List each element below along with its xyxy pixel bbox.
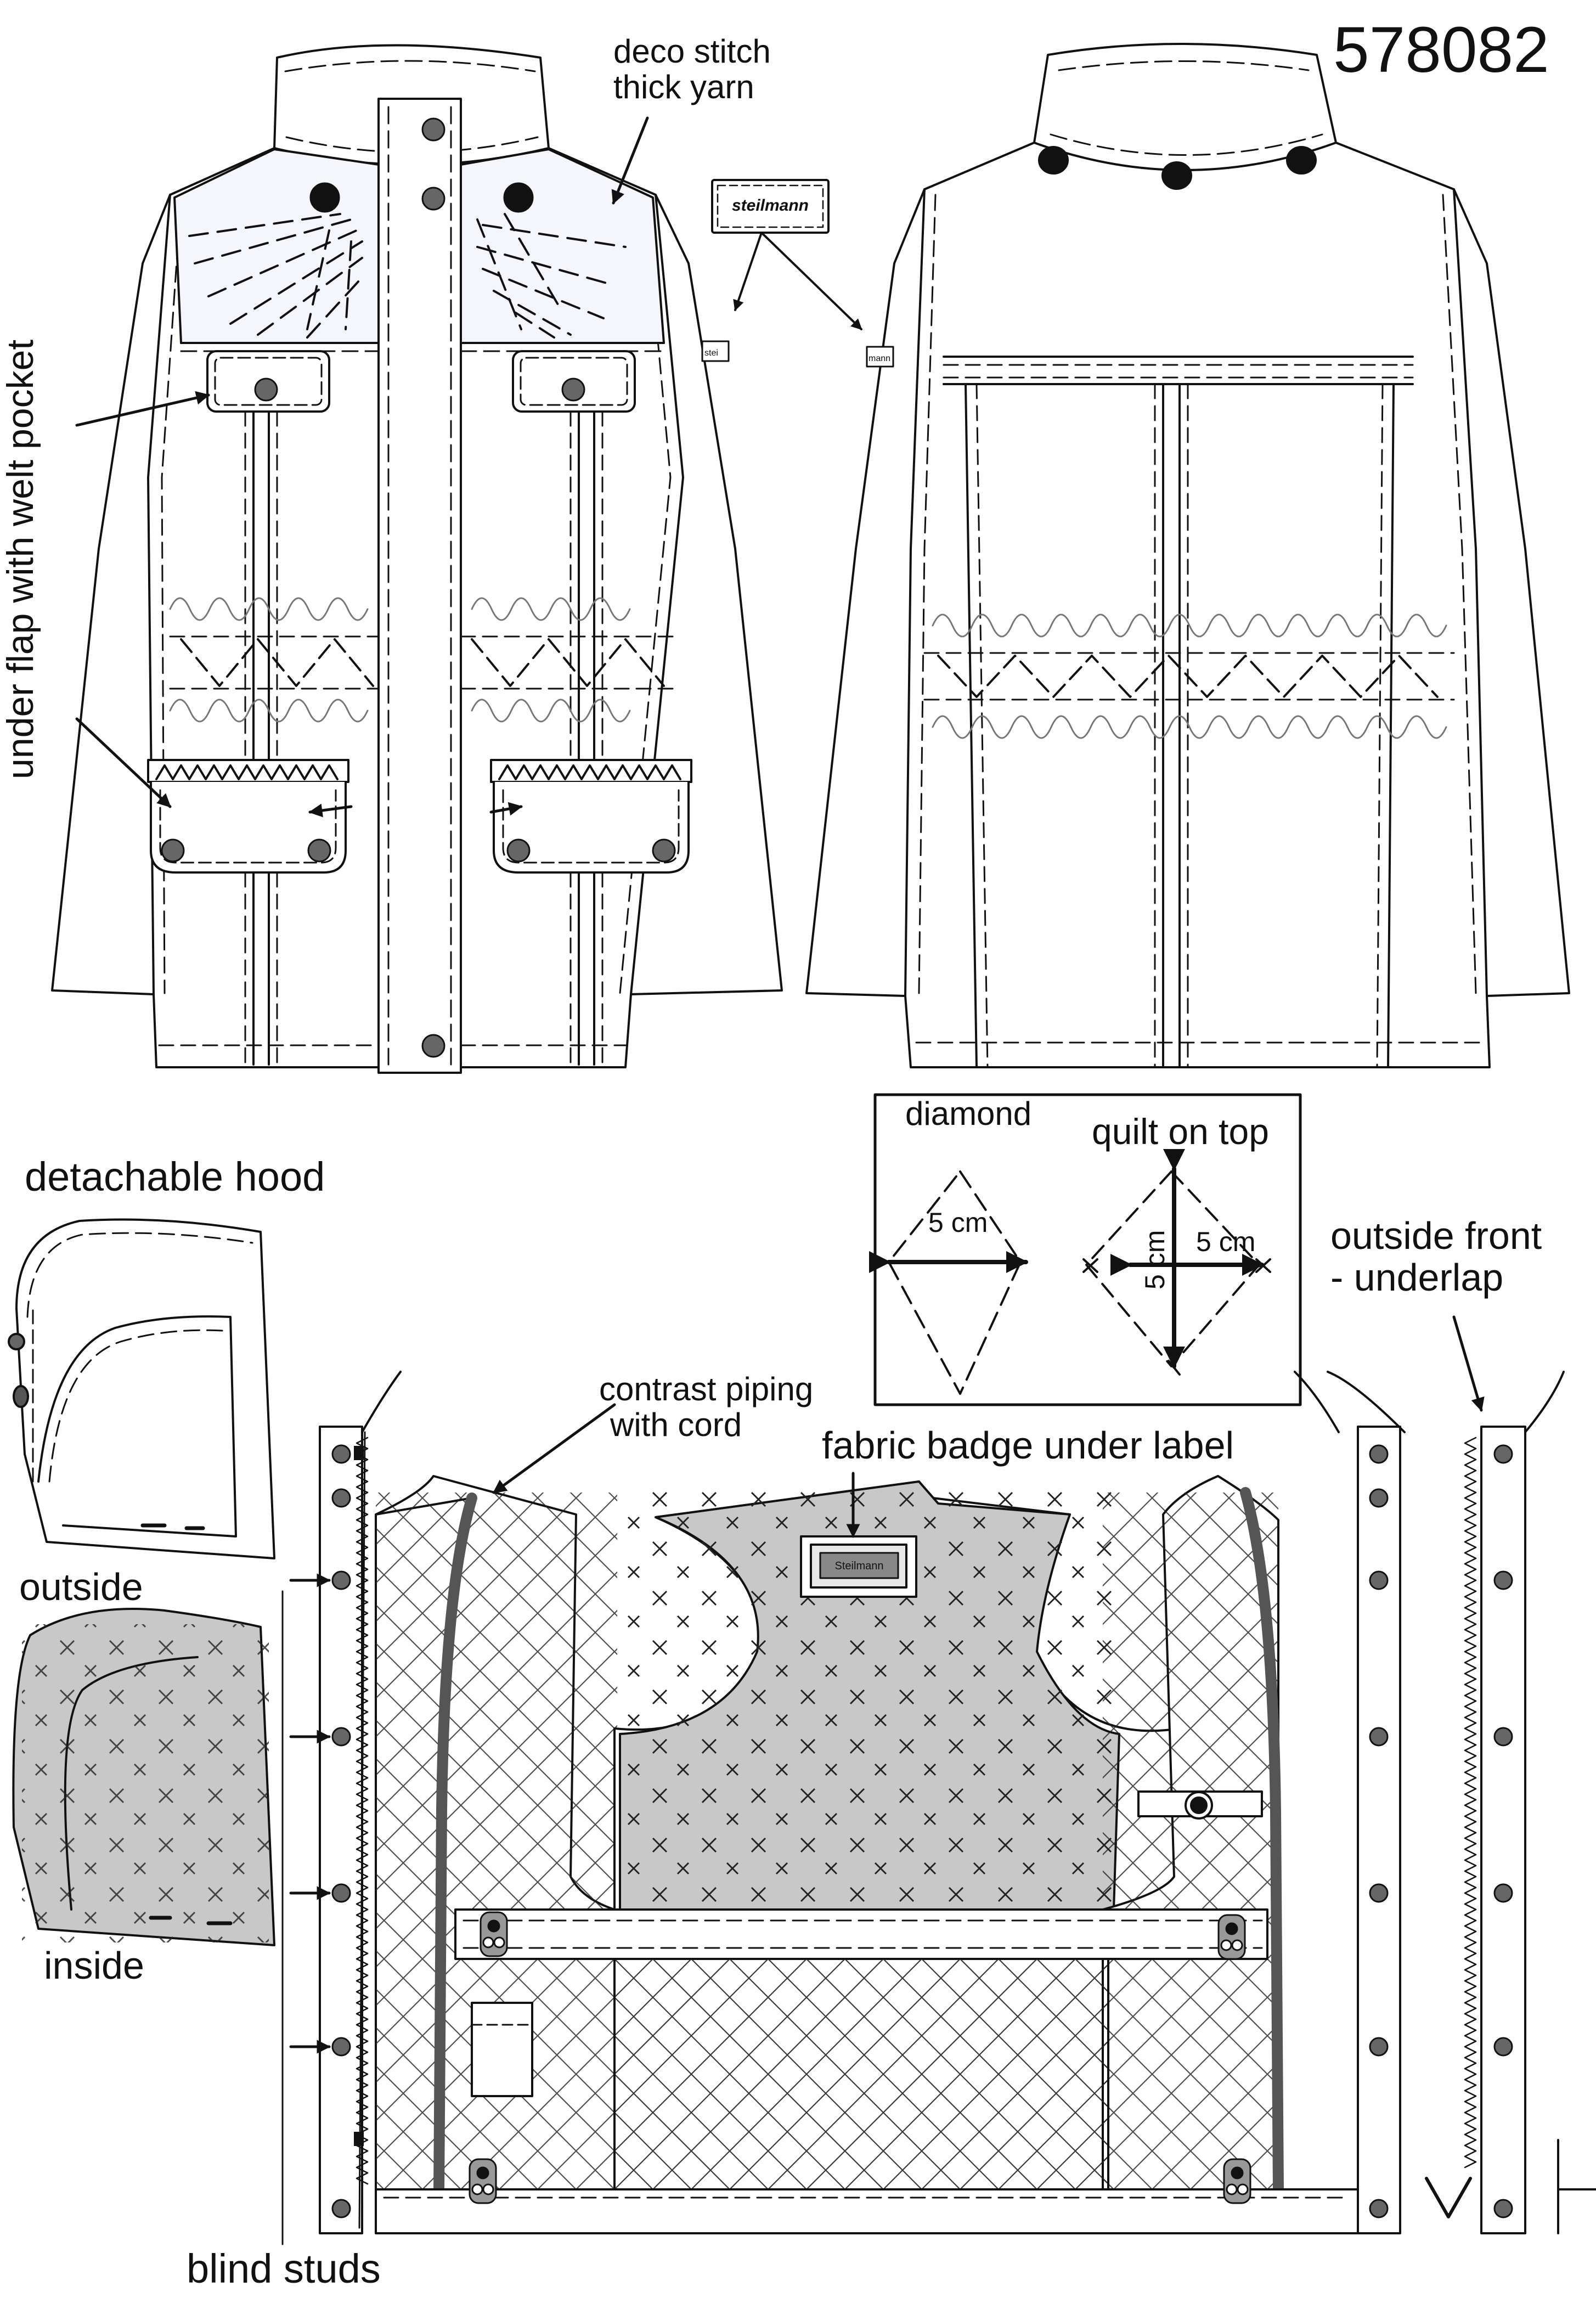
- cord-stopper: [469, 2158, 497, 2204]
- stud: [1493, 2199, 1513, 2218]
- stud: [13, 1385, 29, 1408]
- front-view-jacket: [51, 44, 783, 1074]
- button: [503, 182, 534, 213]
- lining-lower-band: [454, 1908, 1268, 1960]
- detachable-hood-label: detachable hood: [25, 1154, 325, 1199]
- stud: [331, 2037, 351, 2057]
- stud: [421, 187, 445, 211]
- front-lower-pocket-right: [490, 759, 692, 874]
- stud: [307, 838, 331, 863]
- back-view-jacket: [805, 43, 1570, 1068]
- stud: [561, 378, 585, 402]
- quilt-title: quilt on top: [1092, 1111, 1269, 1152]
- stud: [1493, 2037, 1513, 2057]
- lining-hem-band: [375, 2188, 1359, 2234]
- button: [1161, 161, 1192, 190]
- button: [309, 182, 340, 213]
- stud: [331, 1444, 351, 1464]
- contrast-piping-label: contrast piping with cord: [599, 1371, 814, 1443]
- front-sleeve-label: [701, 340, 730, 362]
- quilt-legend-box: [873, 1093, 1302, 1406]
- blind-studs-label: blind studs: [187, 2246, 381, 2291]
- lining-view: [319, 1371, 1596, 2234]
- inner-pocket: [471, 2002, 533, 2097]
- badge-label-text: Steilmann: [835, 1560, 884, 1572]
- under-flap-label: under flap with welt pocket: [0, 339, 41, 779]
- label-in-badge: [819, 1552, 899, 1579]
- outside-front-label: outside front - underlap: [1330, 1215, 1542, 1298]
- stud: [254, 378, 278, 402]
- back-sleeve-label-text: mann: [869, 354, 890, 363]
- stud: [1369, 1444, 1389, 1464]
- front-yoke-right: [460, 148, 665, 344]
- stud: [8, 1333, 25, 1350]
- stud: [331, 2199, 351, 2218]
- outside-front-line-1: outside front: [1330, 1214, 1542, 1257]
- brand-label-callout: [711, 179, 830, 234]
- hood-inside: [12, 1608, 275, 1946]
- quilt-height-label: 5 cm: [1140, 1230, 1170, 1289]
- button: [1286, 146, 1317, 174]
- stud: [331, 1727, 351, 1747]
- stud: [1369, 1488, 1389, 1508]
- front-placket: [377, 98, 462, 1074]
- hood-outside-label: outside: [19, 1565, 143, 1608]
- stud: [506, 838, 531, 863]
- hood-inside-label: inside: [44, 1944, 144, 1987]
- contrast-piping-line-2: with cord: [610, 1406, 742, 1443]
- stud: [1493, 1570, 1513, 1590]
- stud: [1369, 2199, 1389, 2218]
- quilt-width-label: 5 cm: [1196, 1226, 1255, 1257]
- front-studs: [161, 117, 676, 1058]
- cord-stopper: [1217, 1914, 1246, 1960]
- stud: [331, 1570, 351, 1590]
- outside-front-line-2: - underlap: [1330, 1255, 1504, 1299]
- back-collar: [1033, 43, 1337, 171]
- deco-stitch-line-2: thick yarn: [613, 68, 754, 105]
- stud: [421, 117, 445, 142]
- back-collar-buttons: [1038, 146, 1317, 190]
- contrast-piping-left: [433, 1493, 477, 2195]
- stud: [652, 838, 676, 863]
- front-sleeve-label-text: stei: [704, 348, 718, 358]
- diamond-title: diamond: [905, 1095, 1031, 1132]
- deco-stitch-line-1: deco stitch: [613, 33, 771, 70]
- fabric-badge-label: fabric badge under label: [822, 1424, 1234, 1467]
- cord-stopper: [480, 1911, 508, 1957]
- back-sleeve-label: [866, 346, 894, 368]
- style-number: 578082: [1333, 14, 1549, 86]
- stud: [421, 1034, 445, 1058]
- stud: [1369, 2037, 1389, 2057]
- diamond-width-label: 5 cm: [928, 1207, 988, 1238]
- stud: [1493, 1444, 1513, 1464]
- stud: [1369, 1883, 1389, 1903]
- stud: [331, 1488, 351, 1508]
- contrast-piping-right: [1240, 1487, 1284, 2195]
- diamond-sample: [888, 1170, 1022, 1395]
- contrast-piping-line-1: contrast piping: [599, 1371, 814, 1407]
- right-facing-strip: [1357, 1426, 1401, 2234]
- hood-outside: [8, 1218, 275, 1559]
- cord-stopper: [1223, 2158, 1251, 2204]
- button: [1038, 146, 1069, 174]
- cord-stoppers: [469, 1911, 1251, 2204]
- deco-stitch-label: deco stitch thick yarn: [613, 33, 771, 105]
- stud: [1369, 1727, 1389, 1747]
- stud: [161, 838, 185, 863]
- stud: [1493, 1727, 1513, 1747]
- brand-label-callout-text: steilmann: [732, 196, 809, 215]
- left-facing-strip: [319, 1426, 363, 2234]
- stud: [331, 1883, 351, 1903]
- stud: [1493, 1883, 1513, 1903]
- outside-front-underlap: [1480, 1426, 1526, 2234]
- lining-studs: [331, 1444, 1513, 2218]
- front-lower-pocket-left: [147, 759, 349, 874]
- stud: [1369, 1570, 1389, 1590]
